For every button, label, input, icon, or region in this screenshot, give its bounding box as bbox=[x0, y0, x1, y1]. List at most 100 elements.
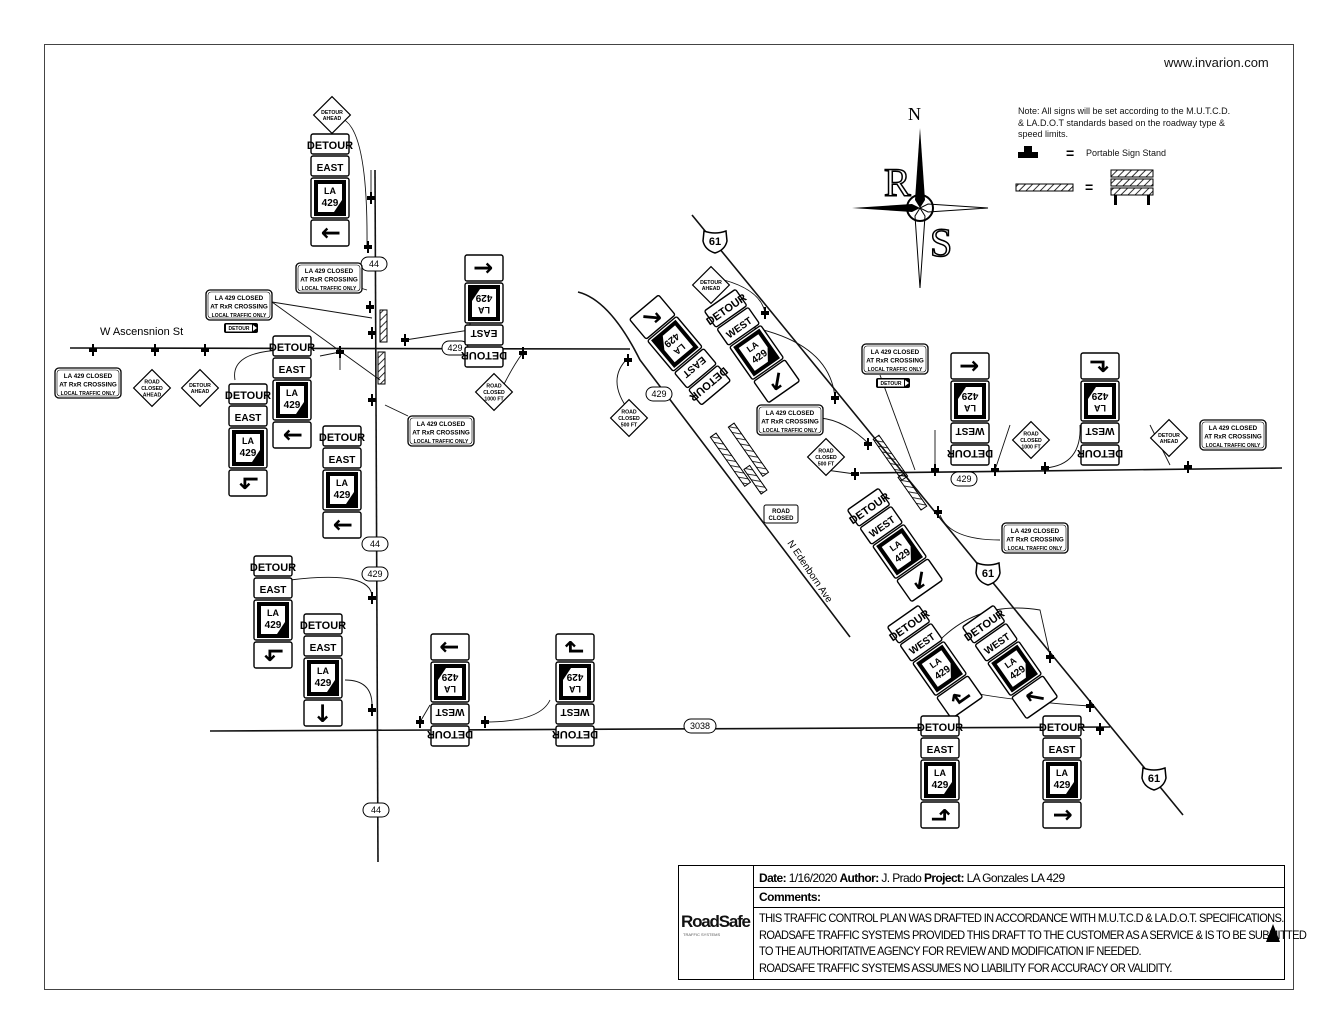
sign-stand-icon bbox=[1184, 461, 1192, 473]
la-text: LA bbox=[324, 186, 336, 196]
arrow-panel bbox=[936, 675, 983, 719]
detour-text: DETOUR bbox=[461, 349, 507, 361]
sign-stand-icon bbox=[1041, 462, 1049, 474]
direction-text: EAST bbox=[471, 327, 498, 338]
route-text: 429 bbox=[240, 448, 257, 459]
arrow-panel bbox=[310, 219, 350, 247]
detour-panel bbox=[950, 444, 990, 466]
sign-text-line: CLOSED bbox=[815, 455, 837, 461]
sign-text-line: ROAD bbox=[818, 449, 834, 455]
sign-text-line: DETOUR bbox=[321, 110, 343, 116]
direction-text: EAST bbox=[329, 455, 356, 466]
sign-text-line: LOCAL TRAFFIC ONLY bbox=[61, 391, 116, 397]
arrow-panel bbox=[228, 469, 268, 497]
detour-panel bbox=[272, 335, 312, 357]
sign-stand-icon bbox=[336, 346, 344, 358]
sign-text-line: LA 429 CLOSED bbox=[1011, 528, 1060, 535]
arrow-icon: ↑ bbox=[1048, 805, 1076, 825]
website-url[interactable]: www.invarion.com bbox=[1164, 55, 1269, 70]
route-text: 429 bbox=[265, 620, 282, 631]
legend-icons bbox=[1015, 146, 1154, 205]
sign-text-line: ROAD bbox=[621, 410, 637, 416]
road-la44 bbox=[374, 169, 379, 863]
la-text: LA bbox=[478, 305, 490, 315]
arrow-panel bbox=[322, 511, 362, 539]
svg-text:429: 429 bbox=[367, 569, 382, 579]
sign-stand-icon bbox=[934, 506, 942, 518]
svg-text:ROAD: ROAD bbox=[772, 509, 790, 515]
arrow-panel bbox=[950, 352, 990, 380]
svg-text:3038: 3038 bbox=[690, 721, 710, 731]
arrow-panel bbox=[896, 558, 943, 602]
arrow-panel bbox=[920, 801, 960, 829]
compass-rose: N R S bbox=[852, 104, 989, 289]
direction-text: EAST bbox=[927, 745, 954, 756]
svg-text:44: 44 bbox=[370, 539, 380, 549]
barricade bbox=[709, 432, 752, 487]
svg-text:61: 61 bbox=[1148, 773, 1160, 785]
arrow-icon: ↳ bbox=[234, 473, 262, 493]
roads bbox=[69, 169, 1283, 863]
compass-s: S bbox=[930, 220, 952, 265]
detour-panel bbox=[310, 133, 350, 155]
sign-text-line: 1000 FT bbox=[1021, 444, 1041, 450]
sign-text-line: LOCAL TRAFFIC ONLY bbox=[1206, 443, 1261, 449]
us61-shield: 61 bbox=[1141, 766, 1167, 791]
la429-route-marker: 429 bbox=[361, 566, 389, 582]
route-text: 429 bbox=[322, 198, 339, 209]
detour-panel bbox=[688, 365, 731, 405]
arrow-panel bbox=[464, 254, 504, 282]
la44-route-marker: 44 bbox=[360, 256, 388, 272]
sign-text-line: CLOSED bbox=[1020, 438, 1042, 444]
la-text: LA bbox=[964, 403, 976, 413]
arrow-panel bbox=[629, 295, 676, 340]
sign-text-line: 1000 FT bbox=[484, 396, 504, 402]
arrow-panel bbox=[1080, 352, 1120, 380]
direction-panel bbox=[272, 357, 312, 379]
sign-stand-icon bbox=[366, 301, 374, 313]
direction-text: EAST bbox=[235, 413, 262, 424]
direction-text: WEST bbox=[1086, 425, 1115, 436]
sign-text-line: LOCAL TRAFFIC ONLY bbox=[414, 439, 469, 445]
detour-text: DETOUR bbox=[319, 432, 365, 444]
svg-text:61: 61 bbox=[982, 568, 994, 580]
direction-panel bbox=[430, 703, 470, 725]
sign-text-line: CLOSED bbox=[141, 386, 163, 392]
barricade bbox=[379, 309, 388, 343]
svg-text:61: 61 bbox=[709, 236, 721, 248]
road-n-edenborn-ave bbox=[577, 291, 851, 638]
sign-stand-icon bbox=[368, 394, 376, 406]
street-label-ascension: W Ascensnion St bbox=[100, 326, 183, 338]
arrow-icon: ↳ bbox=[259, 645, 287, 665]
north-arrow-icon bbox=[1266, 924, 1280, 942]
legend-equals: = bbox=[1066, 145, 1075, 161]
page-border bbox=[44, 44, 1294, 990]
detour-text: DETOUR bbox=[225, 390, 271, 402]
sign-stand-icon bbox=[151, 344, 159, 356]
svg-text:44: 44 bbox=[371, 805, 381, 815]
la44-route-marker: 44 bbox=[361, 536, 389, 552]
la-text: LA bbox=[286, 388, 298, 398]
direction-panel bbox=[950, 422, 990, 444]
arrow-icon: ↓ bbox=[278, 425, 306, 445]
arrow-icon: ↓ bbox=[956, 356, 984, 376]
la44-route-marker: 44 bbox=[362, 802, 390, 818]
sign-text-line: 500 FT bbox=[621, 422, 638, 428]
arrow-icon: ↰ bbox=[926, 805, 954, 825]
detour-panel bbox=[1080, 444, 1120, 466]
barricade-legend-icon bbox=[1015, 183, 1074, 192]
direction-panel bbox=[1042, 737, 1082, 759]
